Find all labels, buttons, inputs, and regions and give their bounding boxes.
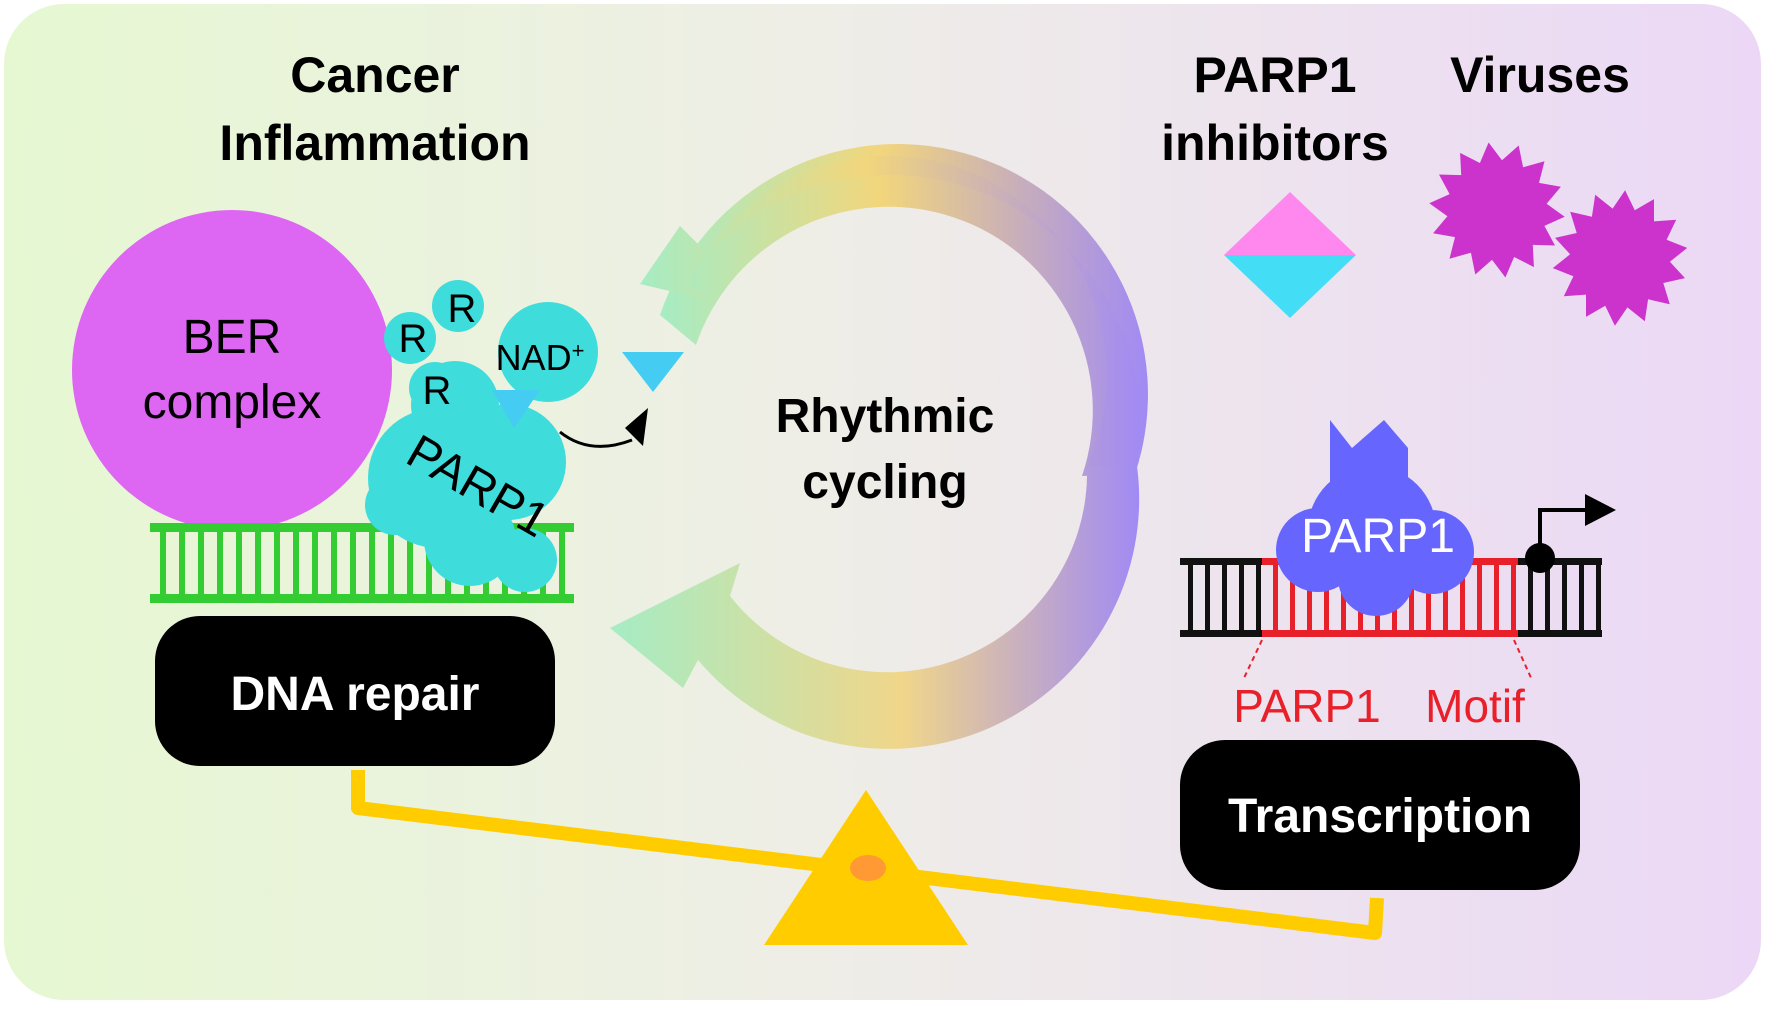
motif-backbone-bottom xyxy=(1262,630,1518,637)
dna-rung xyxy=(1307,562,1312,632)
virus-icon xyxy=(1552,190,1688,326)
parp1-inhibitor-diamond-icon xyxy=(1224,192,1356,318)
dna-rung xyxy=(559,528,565,598)
ber-label-line2: complex xyxy=(143,376,322,429)
cycle-arc-upper xyxy=(660,144,1148,477)
dna-rung xyxy=(331,528,337,598)
dna-rung xyxy=(1596,562,1601,632)
dna-rung xyxy=(236,528,242,598)
motif-label-right: Motif xyxy=(1425,680,1525,732)
dna-rung xyxy=(274,528,280,598)
dna-rung xyxy=(217,528,223,598)
dna-backbone-top xyxy=(150,523,574,532)
dna-rung xyxy=(179,528,185,598)
dna-rung xyxy=(369,528,375,598)
dna-rung xyxy=(1324,562,1329,632)
dna-rung xyxy=(1239,562,1244,632)
dna-rung xyxy=(1426,562,1431,632)
cancer-label: Cancer xyxy=(290,47,460,103)
parp1-inhibitors-label-line2: inhibitors xyxy=(1161,115,1389,171)
parp1-repair-protein xyxy=(365,280,598,592)
dna-rung xyxy=(1443,562,1448,632)
dna-rung xyxy=(1256,562,1261,632)
r-label: R xyxy=(399,317,428,361)
dna-rung xyxy=(293,528,299,598)
dna-repair-box xyxy=(155,616,555,766)
dna-rung xyxy=(1222,562,1227,632)
inflammation-label: Inflammation xyxy=(219,115,530,171)
dna-rung xyxy=(255,528,261,598)
transcription-box xyxy=(1180,740,1580,890)
rhythmic-cycle-arrows xyxy=(610,144,1148,749)
parp1-transcription-label: PARP1 xyxy=(1301,510,1455,563)
motif-bracket-left xyxy=(1243,639,1263,679)
dna-rung xyxy=(1528,562,1533,632)
dna-rung xyxy=(1188,562,1193,632)
parp1-blob-part xyxy=(1338,540,1414,616)
dna-rung xyxy=(1409,562,1414,632)
nad-triangle-icon xyxy=(492,390,540,428)
dna-rung xyxy=(198,528,204,598)
promoter-arrowhead-icon xyxy=(1585,494,1616,526)
dna-rung xyxy=(1290,562,1295,632)
ber-complex-circle xyxy=(72,210,392,530)
r-label: R xyxy=(423,369,452,413)
promoter-dot xyxy=(1525,543,1555,573)
rhythmic-label-line1: Rhythmic xyxy=(776,390,995,443)
dna-rung xyxy=(426,528,432,598)
cycle-arc-lower-ring xyxy=(610,466,1140,749)
dna-rung xyxy=(1205,562,1210,632)
parp1-blob-part xyxy=(424,494,516,586)
dna-rung xyxy=(1545,562,1550,632)
r-group-circle xyxy=(409,362,461,414)
nad-label: NAD+ xyxy=(496,337,585,378)
dna-rung xyxy=(1494,562,1499,632)
dna-rung xyxy=(1511,562,1516,632)
dna-rung xyxy=(1273,562,1278,632)
dna-repair-label: DNA repair xyxy=(231,668,480,721)
cycling-label-line2: cycling xyxy=(802,456,967,509)
dna-rung xyxy=(1562,562,1567,632)
r-group-circle xyxy=(384,312,436,364)
nad-circle xyxy=(498,302,598,402)
viruses-label: Viruses xyxy=(1450,47,1630,103)
released-nad-triangle-icon xyxy=(622,352,684,392)
dna-rung xyxy=(1477,562,1482,632)
dna-rung xyxy=(388,528,394,598)
nad-release-arrowhead-icon xyxy=(625,408,648,446)
dna-rung xyxy=(160,528,166,598)
dna-rung xyxy=(1579,562,1584,632)
fulcrum-pivot xyxy=(850,855,886,881)
parp1-inhibitors-label-line1: PARP1 xyxy=(1193,47,1356,103)
motif-label-left: PARP1 xyxy=(1233,680,1380,732)
parp1-transcription-protein xyxy=(1276,420,1474,616)
dna-rung xyxy=(1460,562,1465,632)
transcription-label: Transcription xyxy=(1228,790,1532,843)
dna-backbone-bottom xyxy=(150,594,574,603)
dna-rung xyxy=(407,528,413,598)
motif-bracket-right xyxy=(1513,639,1533,681)
dna-rung xyxy=(312,528,318,598)
parp1-blob-part xyxy=(365,475,425,535)
dna-rung xyxy=(350,528,356,598)
r-label: R xyxy=(448,287,477,331)
r-group-circle xyxy=(432,280,484,332)
ber-label-line1: BER xyxy=(183,311,282,364)
virus-icon xyxy=(1429,142,1565,278)
nad-release-arrow xyxy=(559,430,633,448)
